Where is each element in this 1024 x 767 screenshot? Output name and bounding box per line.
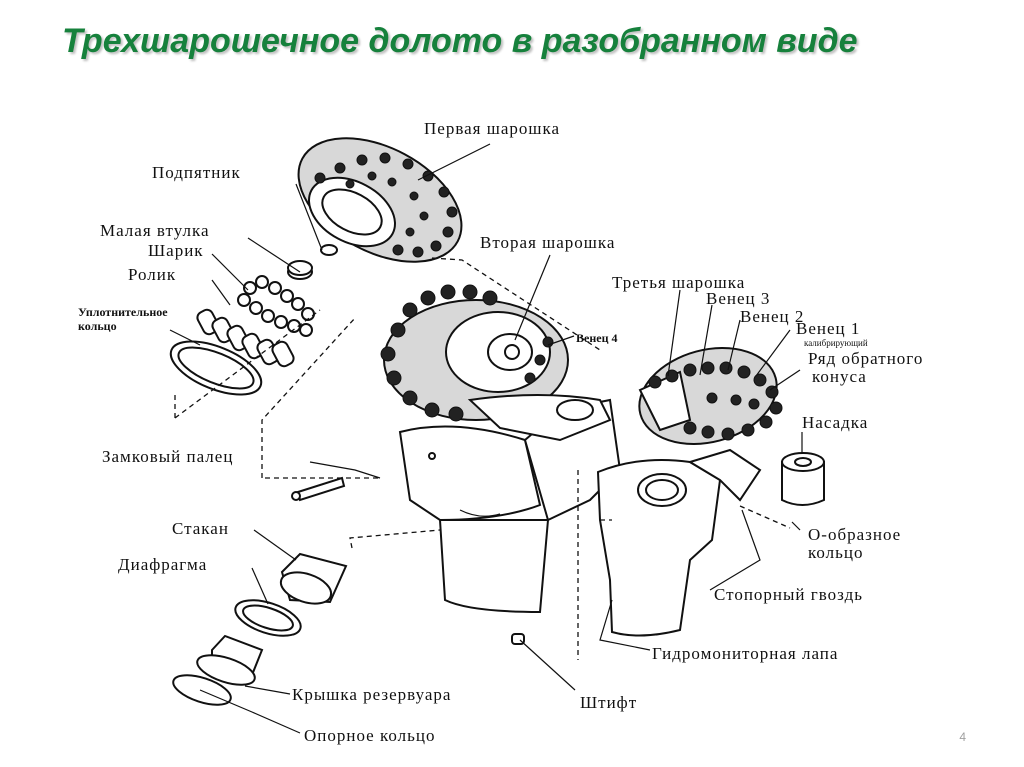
label-seal-ring-1: Уплотнительное xyxy=(78,305,168,319)
slide-title: Трехшарошечное долото в разобранном виде xyxy=(62,22,858,60)
seal-ring-part xyxy=(169,340,263,396)
label-second-cone: Вторая шарошка xyxy=(480,233,615,252)
label-hydro-leg: Гидромониторная лапа xyxy=(652,644,838,663)
label-ball: Шарик xyxy=(148,241,204,260)
label-pin: Штифт xyxy=(580,693,637,712)
label-retaining-nail: Стопорный гвоздь xyxy=(714,585,863,604)
label-cup: Стакан xyxy=(172,519,229,538)
rollers-part xyxy=(196,308,295,368)
first-cone xyxy=(297,137,463,263)
label-back-cone-row-1: Ряд обратного xyxy=(808,349,923,368)
label-row1: Венец 1 xyxy=(796,319,860,338)
label-row2: Венец 2 xyxy=(740,307,804,326)
label-o-ring-1: О-образное xyxy=(808,525,901,544)
leader-lines xyxy=(169,143,803,734)
label-row4: Венец 4 xyxy=(576,331,617,345)
label-row1-sub: калибрирующий xyxy=(804,338,868,348)
label-thrust-bearing: Подпятник xyxy=(152,163,241,182)
diaphragm-part xyxy=(234,599,302,637)
second-cone xyxy=(380,284,569,422)
label-row3: Венец 3 xyxy=(706,289,770,308)
label-lock-pin: Замковый палец xyxy=(102,447,233,466)
label-small-bushing: Малая втулка xyxy=(100,221,210,240)
label-o-ring-2: кольцо xyxy=(808,543,864,562)
label-back-cone-row-2: конуса xyxy=(812,367,867,386)
label-nozzle: Насадка xyxy=(802,413,868,432)
thrust-bearing-part xyxy=(320,244,338,256)
label-first-cone: Первая шарошка xyxy=(424,119,560,138)
page-number: 4 xyxy=(959,730,966,744)
label-reservoir-cap: Крышка резервуара xyxy=(292,685,451,704)
label-seal-ring-2: кольцо xyxy=(78,319,117,333)
hydromonitor-leg xyxy=(596,448,762,637)
small-bushing-part xyxy=(287,260,313,280)
label-roller: Ролик xyxy=(128,265,176,284)
lock-pin-part xyxy=(291,476,346,502)
balls-part xyxy=(237,275,315,337)
nozzle-part xyxy=(781,452,825,506)
reservoir-cap-part xyxy=(196,634,264,686)
label-support-ring: Опорное кольцо xyxy=(304,726,435,745)
label-third-cone: Третья шарошка xyxy=(612,273,745,292)
third-cone xyxy=(638,347,783,445)
bit-body-leg xyxy=(398,394,622,614)
cup-part xyxy=(279,552,348,605)
label-diaphragm: Диафрагма xyxy=(118,555,207,574)
